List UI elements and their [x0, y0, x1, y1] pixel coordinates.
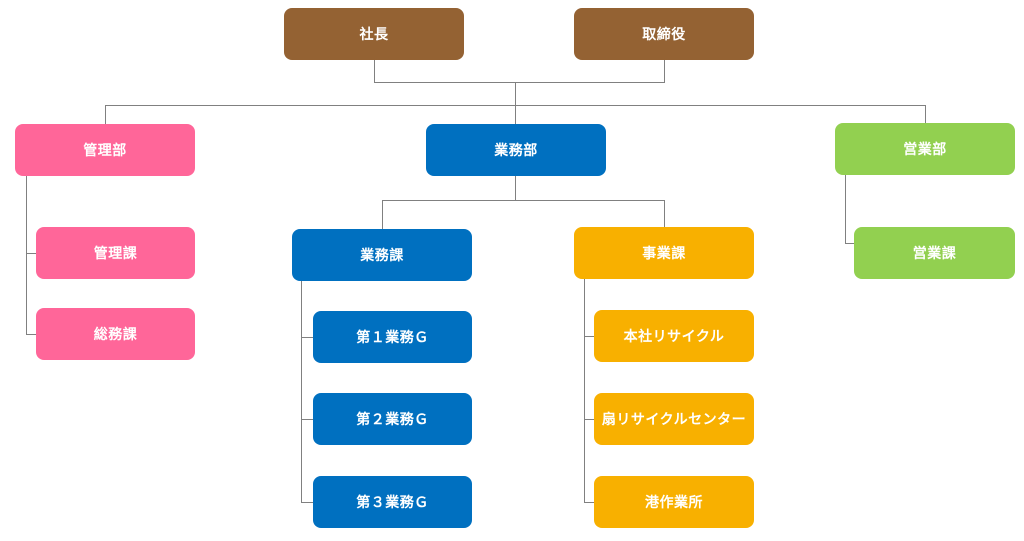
jigyoka-label: 事業課: [642, 246, 686, 262]
connector-jigyoka-children: [584, 279, 594, 503]
connector-eigyobu-children: [845, 175, 854, 244]
gyomubu-label: 業務部: [494, 143, 538, 159]
connector-gyomubu-children: [382, 176, 665, 229]
connector-kanribu-children: [26, 176, 36, 335]
honsha-recycle-label: 本社リサイクル: [623, 329, 725, 345]
connector-gyomuka-children: [301, 281, 313, 503]
gyomu-g2-label: 第２業務Ｇ: [356, 412, 429, 428]
somuka-label: 総務課: [93, 327, 138, 343]
president-label: 社長: [359, 27, 389, 43]
gyomu-g3-label: 第３業務Ｇ: [356, 495, 429, 511]
eigyoka-label: 営業課: [912, 246, 957, 262]
jigyoka-box: 事業課: [574, 227, 754, 279]
minato-sagyosho-box: 港作業所: [594, 476, 754, 528]
connector-executives: [374, 60, 665, 83]
gyomuka-label: 業務課: [360, 248, 404, 264]
somuka-box: 総務課: [36, 308, 195, 360]
recycle-center-label: 扇リサイクルセンター: [601, 412, 747, 428]
gyomubu-box: 業務部: [426, 124, 606, 176]
honsha-recycle-box: 本社リサイクル: [594, 310, 754, 362]
directors-label: 取締役: [642, 27, 686, 43]
kanrika-label: 管理課: [93, 246, 138, 262]
kanrika-box: 管理課: [36, 227, 195, 279]
gyomu-g2-box: 第２業務Ｇ: [313, 393, 472, 445]
recycle-center-box: 扇リサイクルセンター: [594, 393, 754, 445]
gyomu-g1-box: 第１業務Ｇ: [313, 311, 472, 363]
directors-box: 取締役: [574, 8, 754, 60]
minato-sagyosho-label: 港作業所: [645, 495, 703, 511]
eigyoka-box: 営業課: [854, 227, 1015, 279]
kanribu-label: 管理部: [83, 143, 127, 159]
eigyobu-label: 営業部: [903, 142, 947, 158]
gyomuka-box: 業務課: [292, 229, 472, 281]
gyomu-g1-label: 第１業務Ｇ: [356, 330, 429, 346]
eigyobu-box: 営業部: [835, 123, 1015, 175]
gyomu-g3-box: 第３業務Ｇ: [313, 476, 472, 528]
kanribu-box: 管理部: [15, 124, 195, 176]
president-box: 社長: [284, 8, 464, 60]
